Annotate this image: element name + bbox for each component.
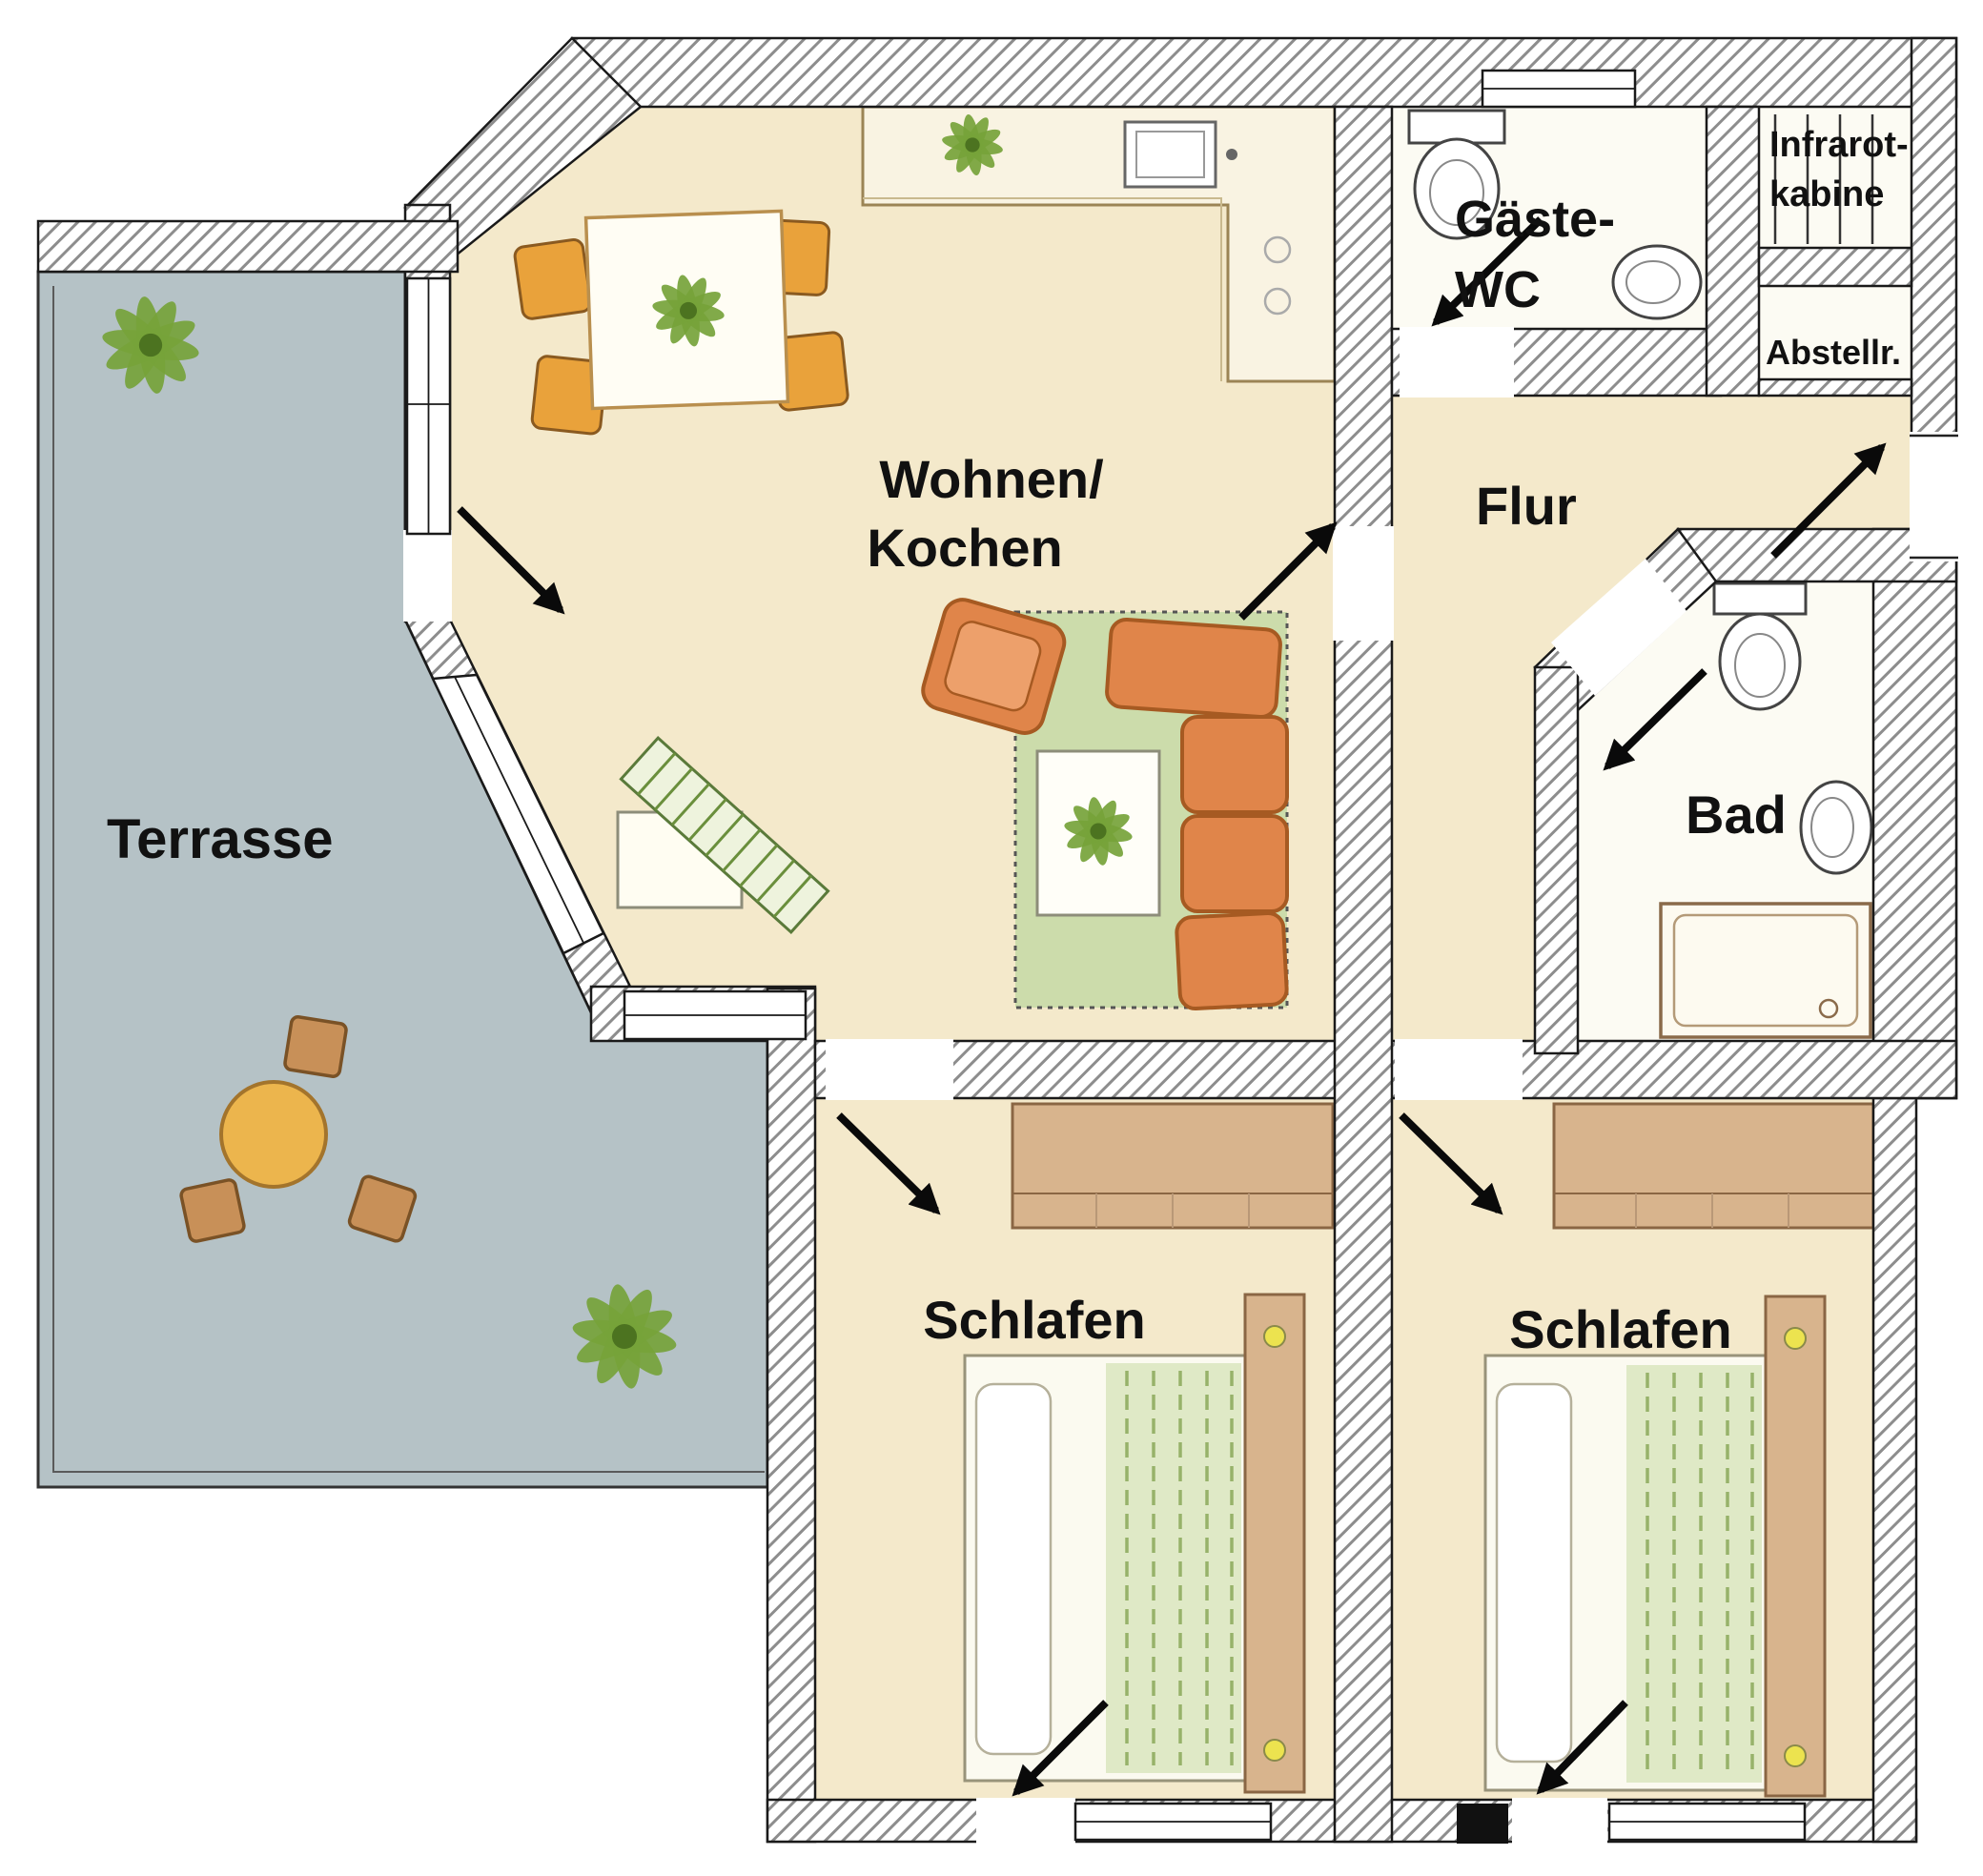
label-infrarotkabine-line1: Infrarot- — [1769, 125, 1909, 165]
wall-wc-east — [1705, 105, 1761, 398]
door-openings — [403, 327, 1958, 1844]
door-arrow-schlafen-links-sued — [1012, 1700, 1109, 1797]
wall-top — [570, 36, 1958, 109]
bed-links — [963, 1293, 1306, 1794]
furniture-schlafen-links — [963, 1102, 1335, 1794]
wall-center-vertical — [1333, 105, 1394, 1844]
opening-wohnen-flur — [1333, 526, 1394, 641]
pillow-links — [974, 1382, 1053, 1756]
wall-bad-west — [1533, 665, 1580, 1055]
opening-eingang — [1910, 432, 1958, 561]
label-wohnen-line1: Wohnen/ — [879, 449, 1104, 509]
label-bad: Bad — [1686, 785, 1787, 845]
sideboard — [616, 736, 830, 934]
opening-schlafen-links — [826, 1039, 953, 1100]
terrace-stool-2 — [179, 1178, 246, 1243]
toilet-bad — [1712, 581, 1808, 711]
door-arrow-schlafen-links — [836, 1112, 941, 1215]
door-arrow-bad — [1603, 668, 1707, 771]
shower-bad — [1659, 902, 1872, 1039]
dining-chair-1 — [513, 238, 592, 320]
label-infrarotkabine-line2: kabine — [1769, 174, 1884, 214]
pillow-rechts — [1495, 1382, 1573, 1764]
sofa — [1105, 617, 1289, 1011]
label-schlafen-rechts: Schlafen — [1509, 1299, 1731, 1359]
cooktop-burner-1 — [1263, 235, 1292, 264]
opening-gaeste-wc — [1400, 327, 1514, 398]
wall-terrace-north — [36, 219, 460, 274]
entrance-jamb-lines — [1910, 434, 1958, 560]
terrace-table — [219, 1080, 328, 1189]
room-abstellraum-floor — [1759, 286, 1911, 381]
headboard-links — [1243, 1293, 1306, 1794]
kitchen-counter — [861, 105, 1337, 383]
wall-abstell-south — [1757, 377, 1913, 398]
window-schlafen-rechts — [1607, 1802, 1807, 1842]
opening-terrassentuer — [403, 530, 452, 622]
cooktop-burner-2 — [1263, 287, 1292, 316]
labels: Terrasse Wohnen/ Kochen Gäste- WC Infrar… — [107, 125, 1909, 1359]
fixtures-gaeste-wc — [1407, 109, 1703, 320]
kitchen-sink — [1123, 120, 1217, 189]
wall-east-lower — [1871, 1096, 1918, 1844]
door-arrow-schlafen-rechts-sued — [1536, 1700, 1628, 1795]
opening-schlafen-rechts — [1395, 1039, 1523, 1100]
window-gaeste-wc — [1481, 69, 1637, 109]
window-west — [405, 276, 452, 536]
window-schlafen-links — [1073, 1802, 1273, 1842]
sink-gaeste-wc — [1611, 244, 1703, 320]
door-arrow-terrassentuer — [457, 506, 565, 615]
furniture-schlafen-rechts — [1483, 1102, 1875, 1798]
opening-bad — [1551, 559, 1687, 696]
wall-east-bad — [1871, 527, 1958, 1100]
armchair — [921, 598, 1067, 735]
pillar — [1457, 1804, 1508, 1844]
window-bay-south — [623, 989, 808, 1041]
toilet-gaeste-wc — [1407, 109, 1506, 240]
wardrobe-links — [1011, 1102, 1335, 1230]
label-gaeste-wc-line1: Gäste- — [1455, 191, 1615, 248]
terrace-edge-line — [52, 286, 765, 1473]
label-abstellraum: Abstellr. — [1766, 333, 1901, 372]
label-gaeste-wc-line2: WC — [1455, 261, 1541, 318]
room-infrarotkabine-floor — [1759, 107, 1911, 248]
opening-schlafen-rechts-sued — [1512, 1798, 1607, 1844]
label-schlafen-links: Schlafen — [923, 1290, 1145, 1350]
label-wohnen-line2: Kochen — [867, 518, 1062, 578]
door-arrow-wohnen-flur — [1238, 521, 1338, 621]
headboard-rechts — [1764, 1295, 1827, 1798]
label-terrasse: Terrasse — [107, 808, 334, 870]
kitchen-faucet — [1226, 149, 1237, 160]
door-arrow-schlafen-rechts — [1399, 1112, 1503, 1215]
fixtures-bad — [1659, 581, 1873, 1039]
wall-wing-west — [766, 987, 817, 1844]
door-arrow-eingang — [1770, 442, 1887, 559]
terrace-stool-1 — [283, 1015, 348, 1078]
shower-drain — [1818, 998, 1839, 1019]
sink-bad — [1799, 780, 1873, 875]
bed-rechts — [1483, 1295, 1827, 1798]
lounge-area — [921, 598, 1289, 1011]
window-bay-diagonal — [431, 673, 605, 955]
windows — [405, 69, 1807, 1842]
room-flur-floor — [1392, 396, 1911, 1041]
dining-set — [513, 209, 849, 436]
door-arrow-gaeste-wc — [1431, 216, 1543, 327]
door-arrows — [457, 216, 1887, 1797]
infrared-cabin-slats — [1773, 114, 1874, 244]
label-flur: Flur — [1476, 476, 1577, 536]
opening-schlafen-links-sued — [976, 1798, 1075, 1844]
wall-infrarot-south — [1757, 246, 1913, 288]
terrace-stool-3 — [347, 1174, 418, 1243]
wardrobe-rechts — [1552, 1102, 1875, 1230]
